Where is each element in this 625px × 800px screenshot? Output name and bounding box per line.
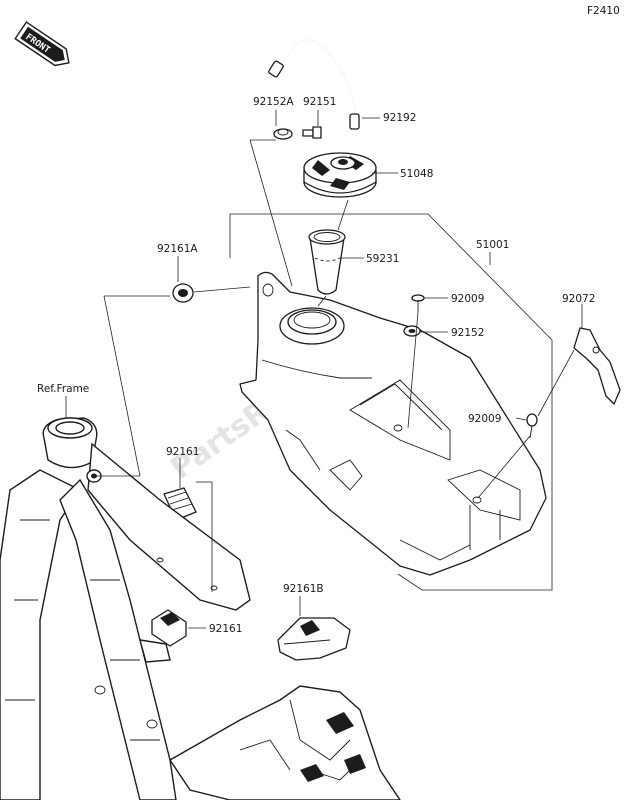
fuel-cap-51048 xyxy=(303,152,377,198)
label-92161-upper: 92161 xyxy=(166,446,199,458)
damper-92161B xyxy=(277,617,351,661)
bolt-92151 xyxy=(302,126,322,139)
washer-92152 xyxy=(403,325,421,337)
bracket-92072 xyxy=(573,327,621,405)
breather-hose-92192 xyxy=(268,38,360,130)
label-92152A: 92152A xyxy=(253,96,294,108)
label-92152: 92152 xyxy=(451,327,484,339)
label-92161A: 92161A xyxy=(157,243,198,255)
leader-lines xyxy=(65,110,583,629)
label-59231: 59231 xyxy=(366,253,399,265)
label-92009-side: 92009 xyxy=(468,413,501,425)
label-92161-lower: 92161 xyxy=(209,623,242,635)
label-92009-top: 92009 xyxy=(451,293,484,305)
diagram-code: F2410 xyxy=(587,5,620,17)
screw-92009-side xyxy=(526,413,538,439)
screw-92009-top xyxy=(411,294,425,312)
label-51001: 51001 xyxy=(476,239,509,251)
label-51048: 51048 xyxy=(400,168,433,180)
fuel-filter-59231 xyxy=(308,229,346,295)
label-92192: 92192 xyxy=(383,112,416,124)
label-92151: 92151 xyxy=(303,96,336,108)
damper-92161A xyxy=(172,283,194,303)
part-labels: 92152A 92151 92192 51048 59231 51001 921… xyxy=(37,96,595,635)
fuel-tank-51001 xyxy=(239,271,547,576)
label-92161B: 92161B xyxy=(283,583,324,595)
front-direction-badge: FRONT xyxy=(14,21,70,67)
washer-92152A xyxy=(273,128,293,140)
label-ref-frame: Ref.Frame xyxy=(37,383,89,395)
label-92072: 92072 xyxy=(562,293,595,305)
damper-92161-lower xyxy=(151,609,187,647)
motorcycle-frame xyxy=(0,417,401,800)
